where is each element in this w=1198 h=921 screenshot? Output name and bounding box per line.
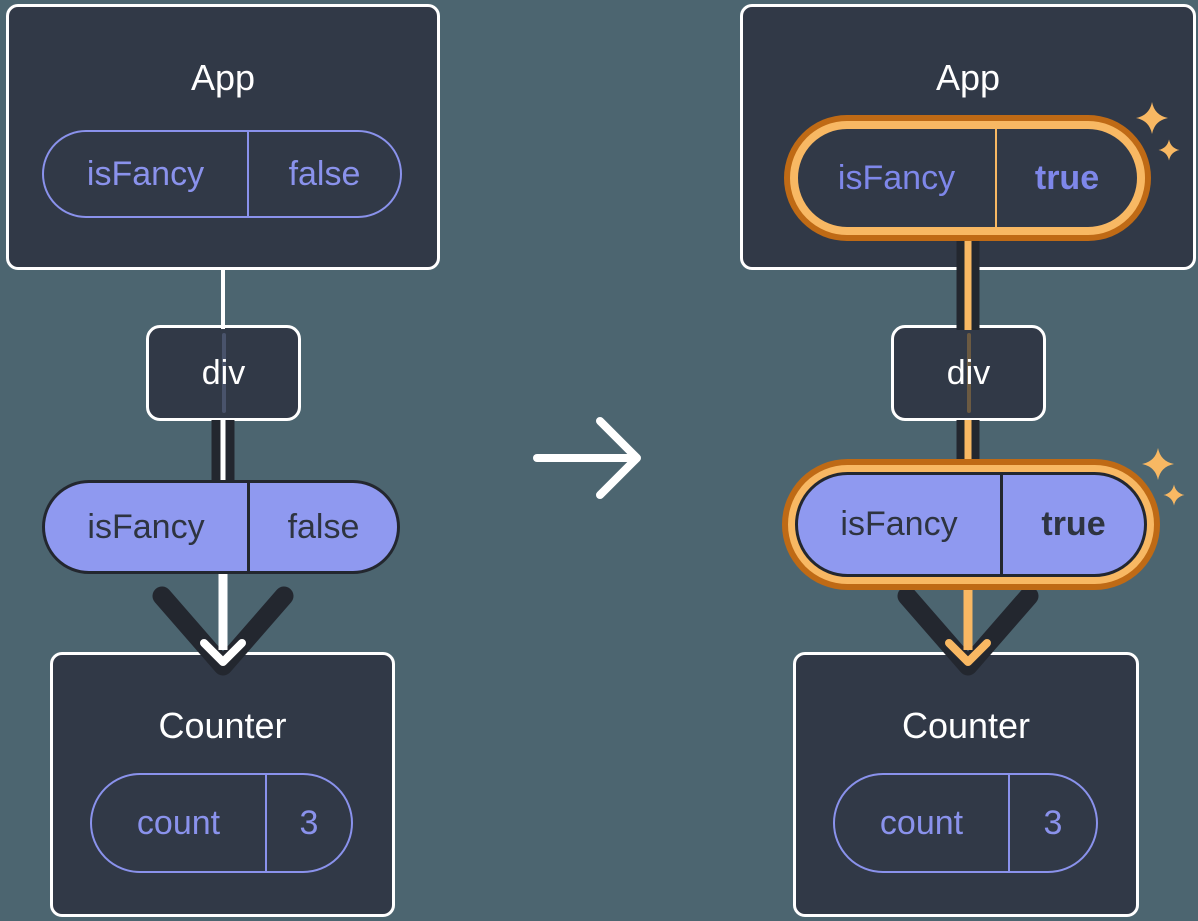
- left-counter-state-pill: count 3: [90, 773, 353, 873]
- state-pill-name: count: [136, 803, 221, 842]
- pill-divider: [247, 132, 249, 216]
- left-app-title: App: [190, 57, 256, 98]
- pill-divider: [247, 483, 250, 571]
- sparkle-icon: [1163, 484, 1185, 506]
- state-pill-value: 3: [299, 803, 319, 842]
- right-app-title: App: [935, 57, 1001, 98]
- sparkle-icon: [1142, 448, 1174, 480]
- left-div-card: div: [146, 325, 301, 421]
- right-counter-state-pill: count 3: [833, 773, 1098, 873]
- state-pill-value: 3: [1043, 803, 1063, 842]
- right-div-label: div: [946, 353, 991, 392]
- pill-divider: [265, 775, 267, 871]
- state-pill-name: count: [879, 803, 964, 842]
- pill-divider: [995, 129, 997, 227]
- right-div-card: div: [891, 325, 1046, 421]
- right-flow-behind-line: [966, 333, 971, 413]
- prop-pill-name: isFancy: [840, 505, 958, 543]
- pill-divider: [1008, 775, 1010, 871]
- left-counter-title: Counter: [158, 705, 287, 746]
- left-div-label: div: [201, 353, 246, 392]
- transition-right-arrow-icon: [596, 417, 641, 499]
- left-flow-behind-line: [221, 333, 226, 413]
- sparkle-icon: [1136, 102, 1168, 134]
- state-pill-name: isFancy: [837, 158, 956, 197]
- prop-pill-name: isFancy: [87, 507, 205, 546]
- state-pill-value: false: [288, 154, 361, 193]
- prop-pill-value: true: [1041, 505, 1106, 543]
- sparkle-icon: [1158, 139, 1180, 161]
- left-prop-pill: isFancy false: [42, 480, 400, 574]
- prop-pill-value: false: [287, 507, 360, 546]
- right-prop-pill-highlighted: isFancy true: [795, 472, 1147, 577]
- right-flow-arrow-head-icon: [945, 639, 991, 666]
- left-flow-arrow-head-icon: [200, 639, 246, 666]
- left-app-state-pill: isFancy false: [42, 130, 402, 218]
- right-app-state-pill-highlighted: isFancy true: [790, 121, 1145, 235]
- state-pill-name: isFancy: [86, 154, 205, 193]
- state-pill-value: true: [1034, 158, 1100, 197]
- pill-divider: [1000, 475, 1003, 574]
- right-counter-title: Counter: [901, 705, 1031, 746]
